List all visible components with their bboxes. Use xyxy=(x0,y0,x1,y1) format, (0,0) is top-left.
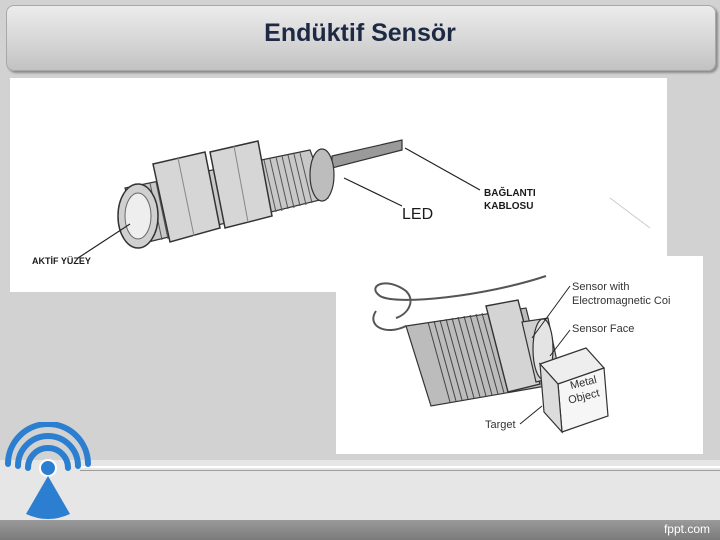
wifi-person-icon xyxy=(0,421,96,527)
target-label: Target xyxy=(485,419,516,431)
cable-label-line2: KABLOSU xyxy=(484,201,534,212)
cable-label-line1: BAĞLANTI xyxy=(484,188,536,199)
led-label: LED xyxy=(402,206,434,223)
title-bar xyxy=(6,5,716,71)
sensor-target-drawing xyxy=(372,275,609,434)
footer-divider xyxy=(80,466,720,468)
footer-brand: fppt.com xyxy=(663,522,710,536)
sensor-target-illustration-panel: Sensor with Electromagnetic Coi Sensor F… xyxy=(336,256,703,454)
active-face-label: AKTİF YÜZEY xyxy=(32,256,91,266)
footer-bar xyxy=(0,520,720,540)
footer-divider-secondary xyxy=(80,470,720,471)
inductive-sensor-drawing xyxy=(77,139,651,259)
slide-title: Endüktif Sensör xyxy=(264,19,456,47)
sensor-face-label: Sensor Face xyxy=(572,323,635,335)
sensor-with-label-line2: Electromagnetic Coi xyxy=(572,295,671,307)
sensor-with-label-line1: Sensor with xyxy=(572,281,630,293)
logo-graphic xyxy=(5,421,91,519)
